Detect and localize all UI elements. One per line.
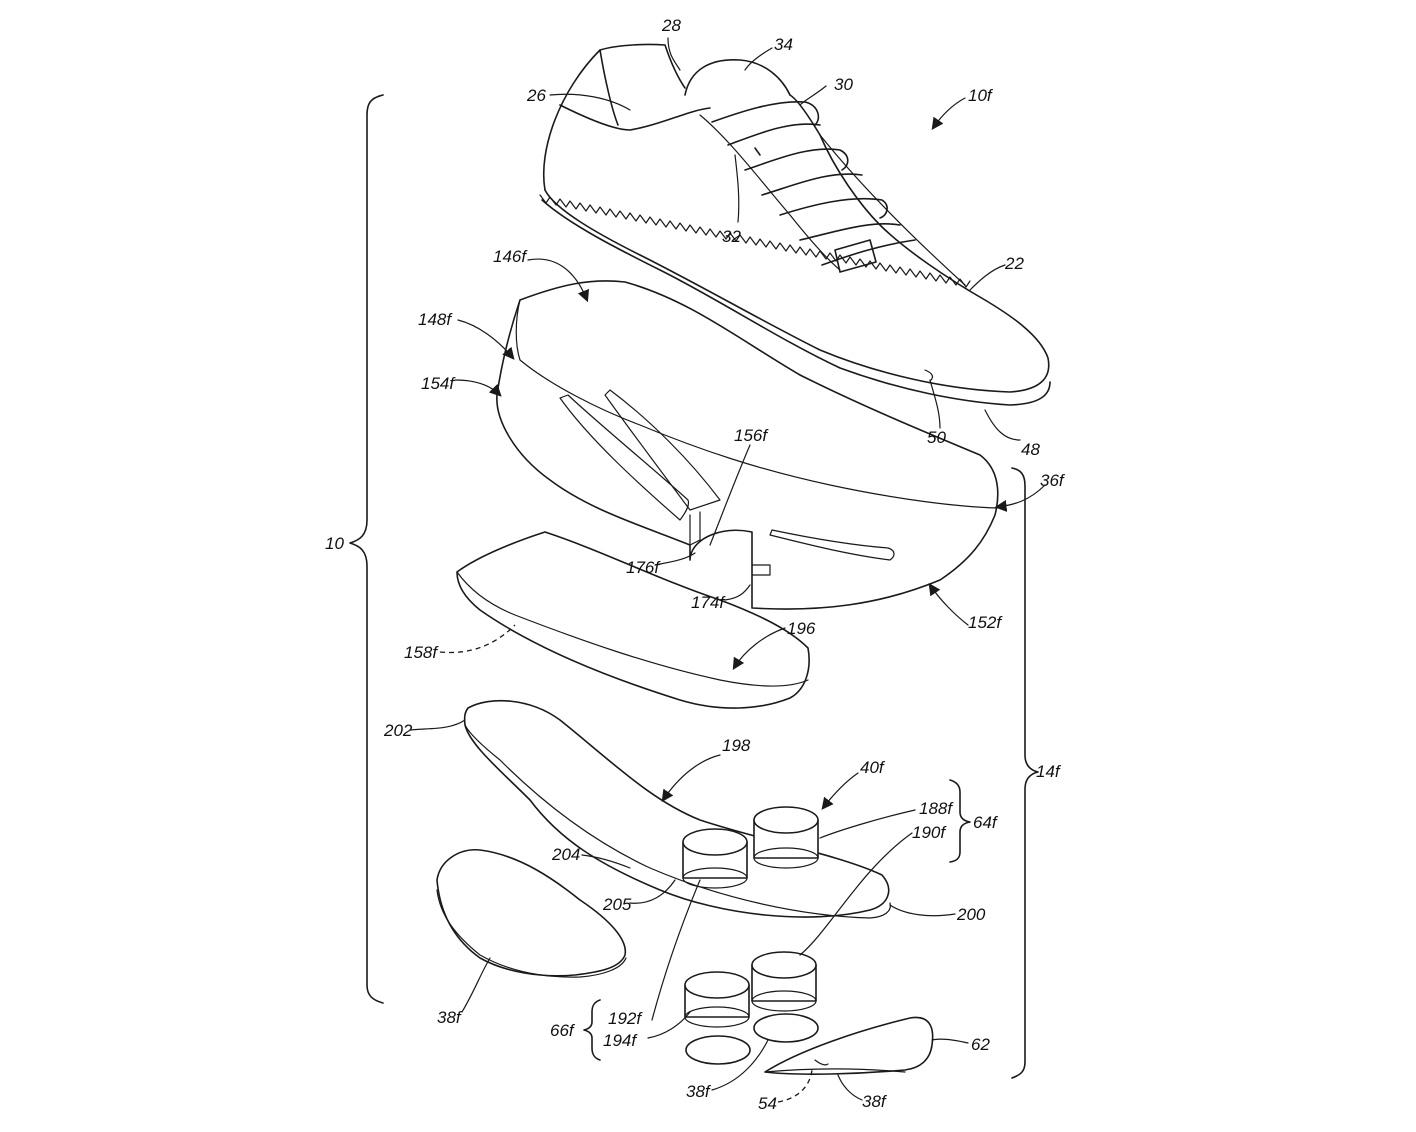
heel-cushion-158f <box>456 531 810 709</box>
label-174f: 174f <box>691 593 726 612</box>
label-40f: 40f <box>860 758 886 777</box>
label-50: 50 <box>927 428 946 447</box>
label-64f: 64f <box>973 813 999 832</box>
upper-shoe <box>539 43 1051 406</box>
cylinder-192f <box>684 971 750 1028</box>
leader-lines <box>409 37 1021 1103</box>
label-32: 32 <box>722 227 741 246</box>
label-26: 26 <box>526 86 546 105</box>
label-202: 202 <box>383 721 413 740</box>
label-30: 30 <box>834 75 853 94</box>
disc-left <box>685 1035 751 1065</box>
cushion-cylinders <box>682 806 819 1065</box>
brackets <box>349 94 1039 1079</box>
label-204: 204 <box>551 845 580 864</box>
cylinder-188f <box>753 806 819 869</box>
insole-plate-200 <box>463 699 891 919</box>
label-34: 34 <box>774 35 793 54</box>
label-154f: 154f <box>421 374 456 393</box>
label-22: 22 <box>1004 254 1024 273</box>
label-10f: 10f <box>968 86 994 105</box>
cylinder-64f-left <box>682 828 748 889</box>
label-196: 196 <box>787 619 816 638</box>
label-146f: 146f <box>493 247 528 266</box>
cylinder-190f <box>751 951 817 1012</box>
label-156f: 156f <box>734 426 769 445</box>
label-54: 54 <box>758 1094 777 1113</box>
label-200: 200 <box>956 905 986 924</box>
label-205: 205 <box>602 895 632 914</box>
label-190f: 190f <box>912 823 947 842</box>
label-36f: 36f <box>1040 471 1066 490</box>
label-14f: 14f <box>1036 762 1062 781</box>
midsole-36f <box>496 280 999 610</box>
label-188f: 188f <box>919 799 954 818</box>
pointer-arrows <box>454 97 1046 810</box>
label-152f: 152f <box>968 613 1003 632</box>
label-38f-b: 38f <box>686 1082 712 1101</box>
label-148f: 148f <box>418 310 453 329</box>
label-194f: 194f <box>603 1031 638 1050</box>
label-66f: 66f <box>550 1021 576 1040</box>
label-38f-c: 38f <box>862 1092 888 1111</box>
toe-plate-62 <box>764 1016 934 1075</box>
forefoot-pad-38f <box>436 849 627 978</box>
label-48: 48 <box>1021 440 1040 459</box>
label-192f: 192f <box>608 1009 643 1028</box>
reference-labels: 28 34 30 26 10f 32 22 146f 148f 154f 50 … <box>325 16 1066 1113</box>
label-10: 10 <box>325 534 344 553</box>
label-62: 62 <box>971 1035 990 1054</box>
label-158f: 158f <box>404 643 439 662</box>
label-38f-a: 38f <box>437 1008 463 1027</box>
label-198: 198 <box>722 736 751 755</box>
label-176f: 176f <box>626 558 661 577</box>
disc-right <box>753 1013 819 1043</box>
label-28: 28 <box>661 16 681 35</box>
